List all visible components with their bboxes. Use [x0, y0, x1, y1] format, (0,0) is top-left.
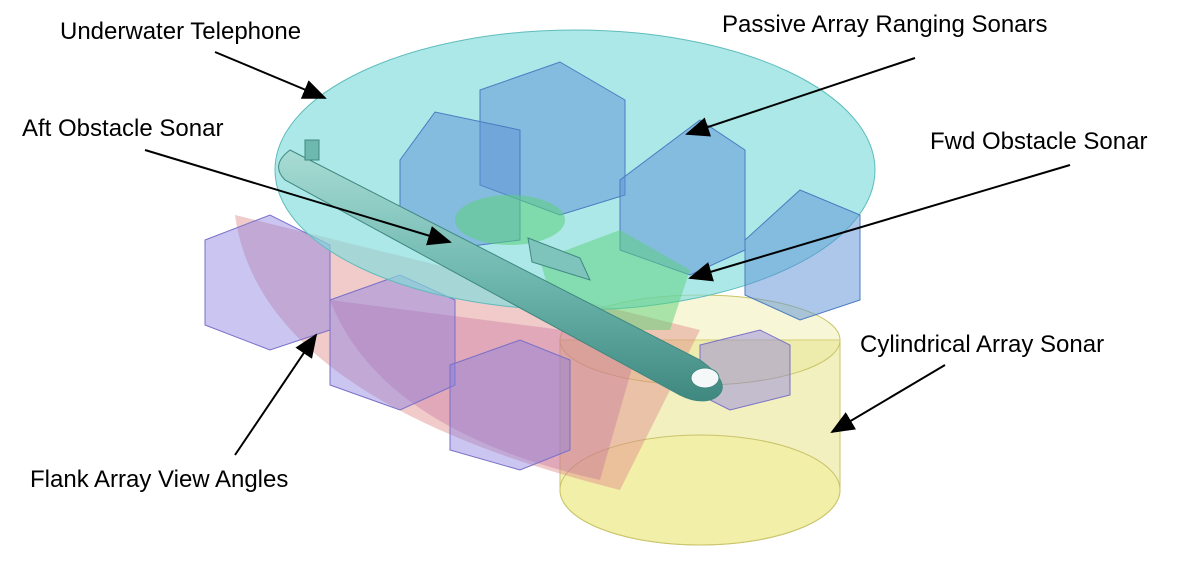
label-aft-obstacle-sonar: Aft Obstacle Sonar — [22, 115, 224, 142]
arrow-fwd-obstacle — [688, 164, 1071, 282]
label-fwd-obstacle-sonar: Fwd Obstacle Sonar — [930, 128, 1148, 155]
flank-array-boxes — [204, 214, 791, 471]
arrow-flank — [234, 333, 318, 456]
arrow-cylindrical — [830, 364, 946, 434]
arrow-underwater-telephone — [214, 51, 327, 99]
label-flank-array-view-angles: Flank Array View Angles — [30, 466, 289, 493]
callout-arrows — [144, 51, 1071, 456]
label-underwater-telephone: Underwater Telephone — [60, 18, 302, 45]
arrow-passive-ranging — [685, 57, 916, 137]
flank-array-fans — [235, 215, 700, 490]
label-cylindrical-array-sonar: Cylindrical Array Sonar — [860, 331, 1105, 358]
label-passive-array-ranging-sonars: Passive Array Ranging Sonars — [722, 11, 1048, 38]
arrow-aft-obstacle — [144, 149, 452, 246]
submarine — [278, 139, 723, 402]
